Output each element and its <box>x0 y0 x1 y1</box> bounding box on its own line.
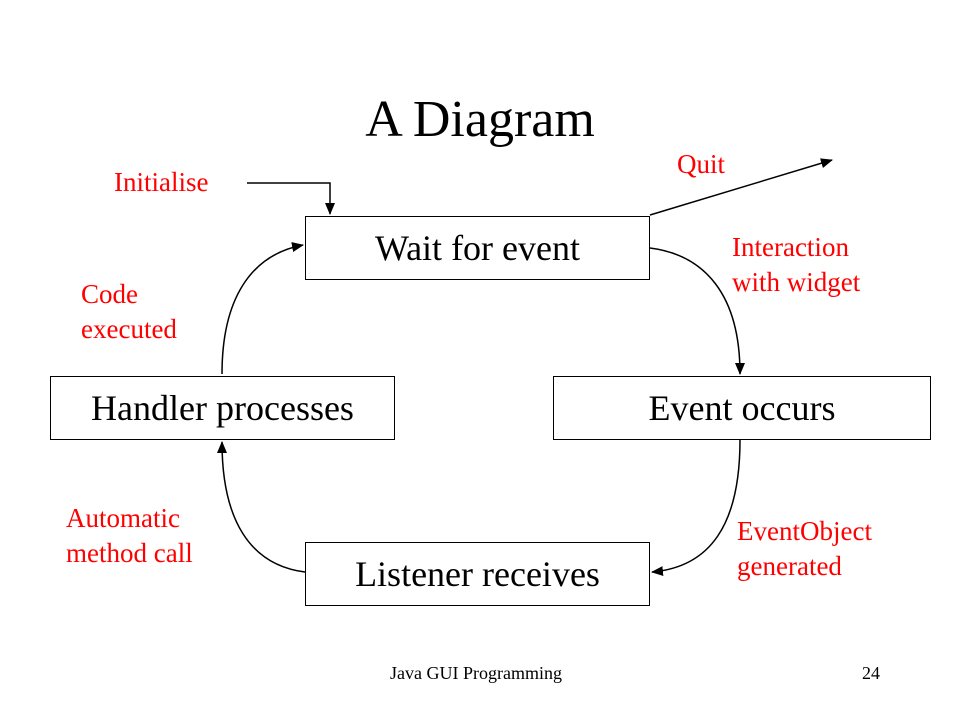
page-title: A Diagram <box>365 91 595 148</box>
node-listener-receives: Listener receives <box>305 542 650 606</box>
node-event-occurs: Event occurs <box>553 376 931 440</box>
edge-initialise <box>247 182 335 215</box>
edge-quit <box>649 158 833 216</box>
label-code-line1: Code <box>81 279 138 309</box>
edge-eventobject <box>651 439 741 577</box>
node-wait-for-event: Wait for event <box>305 216 650 280</box>
label-code-line2: executed <box>81 314 177 345</box>
label-interaction: Interaction with widget <box>732 230 860 300</box>
label-interaction-line2: with widget <box>732 267 861 298</box>
label-eventobject-line1: EventObject <box>737 516 872 546</box>
label-automatic-line1: Automatic <box>66 503 180 533</box>
label-automatic-line2: method call <box>66 538 193 569</box>
edge-code-executed <box>221 242 304 375</box>
label-initialise: Initialise <box>114 167 209 197</box>
label-eventobject-line2: generated <box>737 551 842 582</box>
label-automatic: Automatic method call <box>66 501 193 571</box>
footer-course: Java GUI Programming <box>390 663 562 683</box>
label-interaction-line1: Interaction <box>732 232 849 262</box>
edge-automatic <box>217 441 306 573</box>
label-eventobject: EventObject generated <box>737 514 872 584</box>
footer-page-number: 24 <box>862 663 880 683</box>
edge-interaction <box>649 247 745 375</box>
node-handler-processes: Handler processes <box>50 376 395 440</box>
label-code-executed: Code executed <box>81 277 177 347</box>
label-quit: Quit <box>677 149 726 179</box>
